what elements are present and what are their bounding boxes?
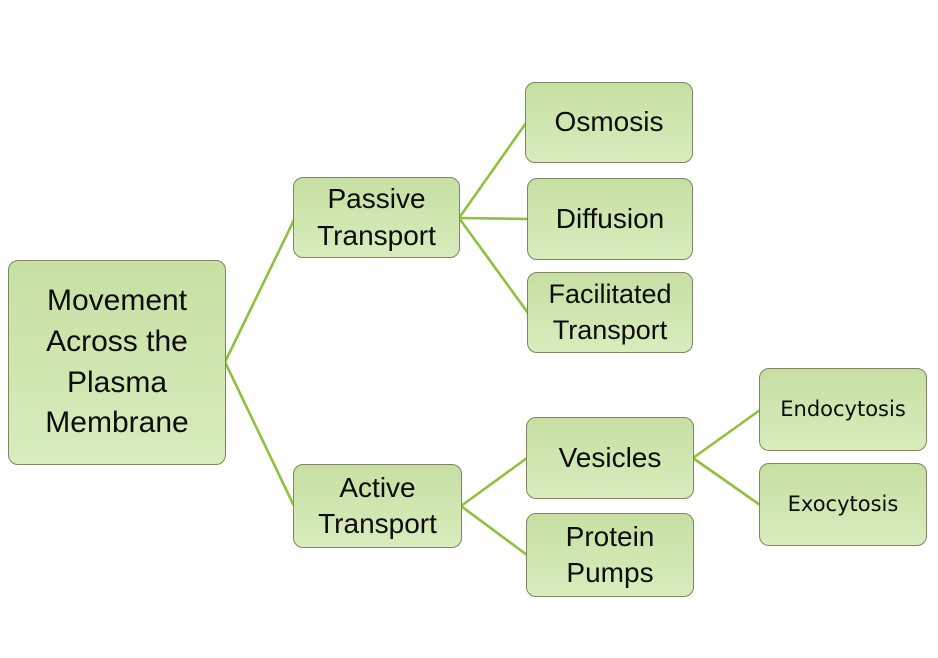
node-protein-pumps: Protein Pumps <box>526 513 694 597</box>
node-label: Movement Across the Plasma Membrane <box>45 283 189 440</box>
node-label: Exocytosis <box>787 491 899 516</box>
connector-active-protein-pumps <box>459 504 529 557</box>
node-label: Osmosis <box>554 106 664 138</box>
connector-vesicles-endocytosis <box>691 408 762 460</box>
node-diffusion: Diffusion <box>527 178 693 260</box>
node-label: Passive Transport <box>317 183 436 251</box>
connector-passive-facilitated <box>457 216 530 315</box>
connector-passive-osmosis <box>457 121 528 220</box>
node-exocytosis: Exocytosis <box>759 463 927 546</box>
connector-passive-diffusion <box>457 216 530 221</box>
connector-root-passive <box>223 218 296 364</box>
connector-root-active <box>223 360 296 508</box>
node-label: Endocytosis <box>780 396 906 421</box>
node-label: Vesicles <box>558 441 662 473</box>
node-active-transport: Active Transport <box>293 464 462 548</box>
node-label: Protein Pumps <box>565 520 655 588</box>
node-movement-across-the-plasma-membrane: Movement Across the Plasma Membrane <box>8 260 226 465</box>
node-facilitated-transport: Facilitated Transport <box>527 272 693 353</box>
connector-vesicles-exocytosis <box>691 456 762 507</box>
node-vesicles: Vesicles <box>526 417 694 499</box>
node-endocytosis: Endocytosis <box>759 368 927 451</box>
node-osmosis: Osmosis <box>525 82 693 163</box>
connector-active-vesicles <box>459 456 529 508</box>
node-passive-transport: Passive Transport <box>293 177 460 258</box>
node-label: Diffusion <box>555 202 665 234</box>
node-label: Active Transport <box>318 471 437 539</box>
node-label: Facilitated Transport <box>548 279 672 345</box>
